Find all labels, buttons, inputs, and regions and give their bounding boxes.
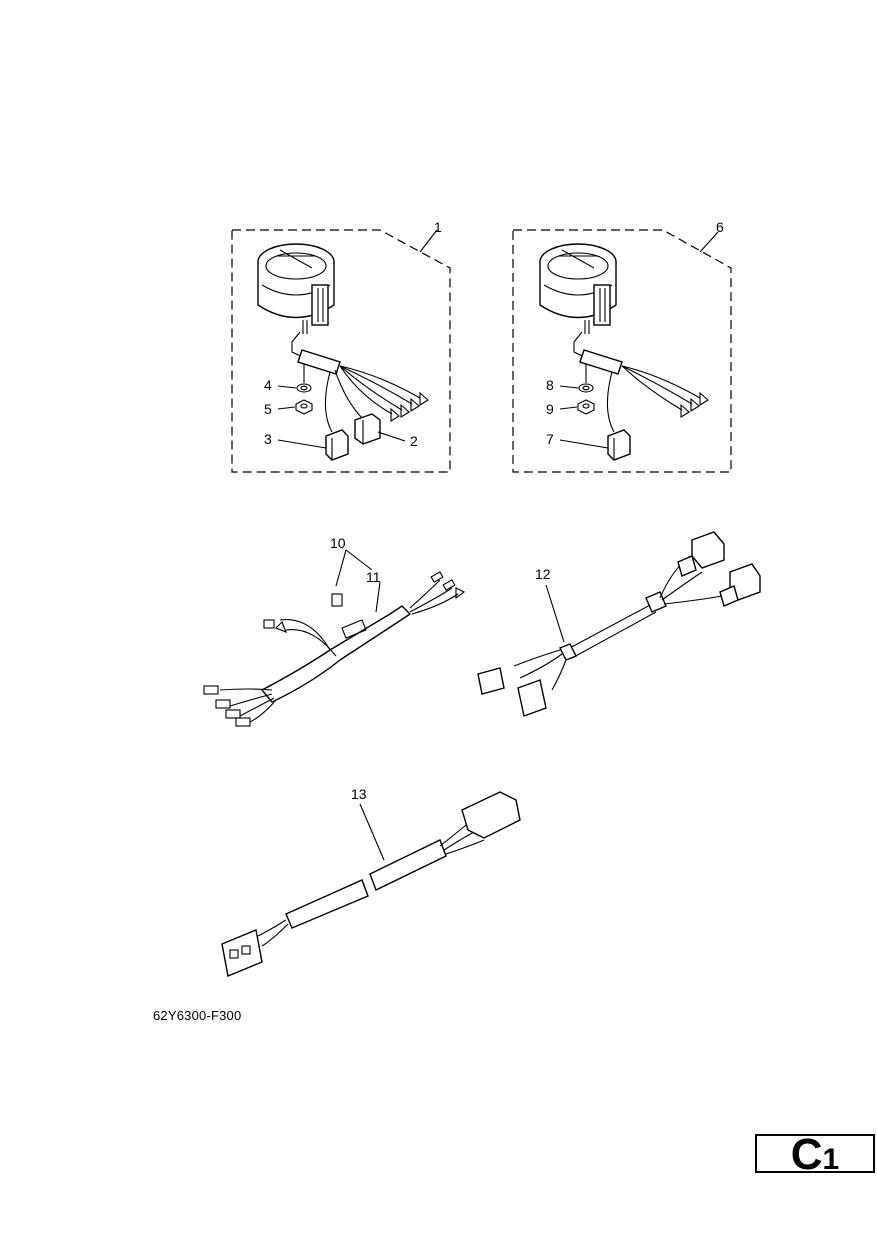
callout-6: 6 xyxy=(716,219,724,235)
callout-7: 7 xyxy=(546,431,554,447)
gauge-assembly-1 xyxy=(231,229,451,473)
callout-8: 8 xyxy=(546,377,554,393)
section-letter: C xyxy=(790,1130,823,1179)
gauge-assembly-6 xyxy=(512,229,732,473)
callout-5: 5 xyxy=(264,401,272,417)
drawing-code: 62Y6300-F300 xyxy=(153,1008,242,1023)
harness-11 xyxy=(203,549,466,727)
harness-13 xyxy=(221,791,521,977)
callout-11: 11 xyxy=(366,569,381,585)
callout-2: 2 xyxy=(410,433,418,449)
harness-12 xyxy=(477,531,761,717)
callout-9: 9 xyxy=(546,401,554,417)
callout-13: 13 xyxy=(351,786,367,802)
section-label: C1 xyxy=(755,1133,875,1177)
callout-4: 4 xyxy=(264,377,272,393)
callout-12: 12 xyxy=(535,566,551,582)
callout-1: 1 xyxy=(434,219,442,235)
callout-3: 3 xyxy=(264,431,272,447)
callout-10: 10 xyxy=(330,535,346,551)
section-number: 1 xyxy=(822,1143,840,1176)
